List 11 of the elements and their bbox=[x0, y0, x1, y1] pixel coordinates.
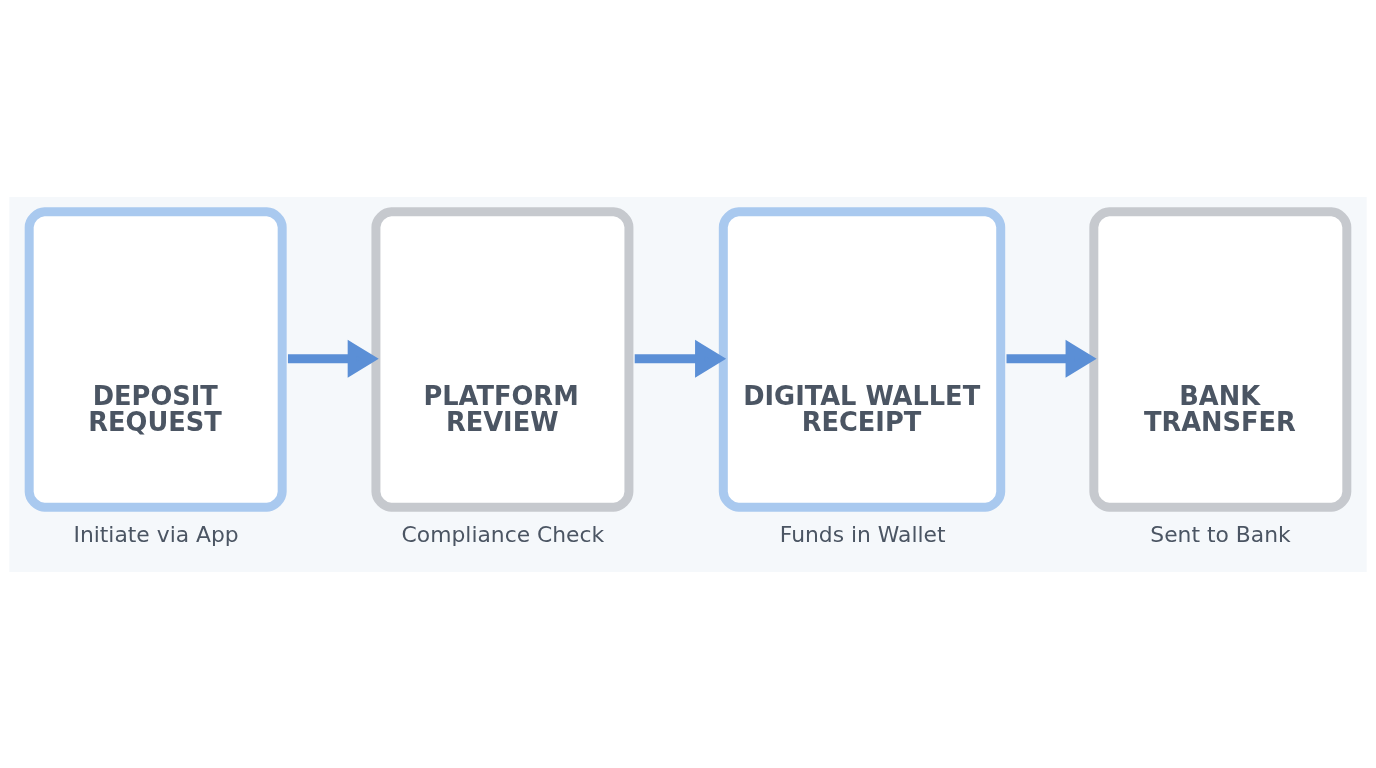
node-label: Initiate via App bbox=[73, 521, 239, 547]
node-box: BANK TRANSFER bbox=[1089, 206, 1352, 512]
node-label: Compliance Check bbox=[401, 521, 605, 547]
node-box: PLATFORM REVIEW bbox=[371, 206, 634, 512]
arrow bbox=[287, 339, 379, 378]
arrow bbox=[1006, 339, 1097, 378]
node-box: DIGITAL WALLET RECEIPT bbox=[718, 206, 1006, 512]
node-box: DEPOSIT REQUEST bbox=[24, 206, 287, 512]
node-label: Funds in Wallet bbox=[779, 521, 946, 547]
node-label: Sent to Bank bbox=[1150, 521, 1291, 547]
arrow bbox=[634, 339, 727, 378]
